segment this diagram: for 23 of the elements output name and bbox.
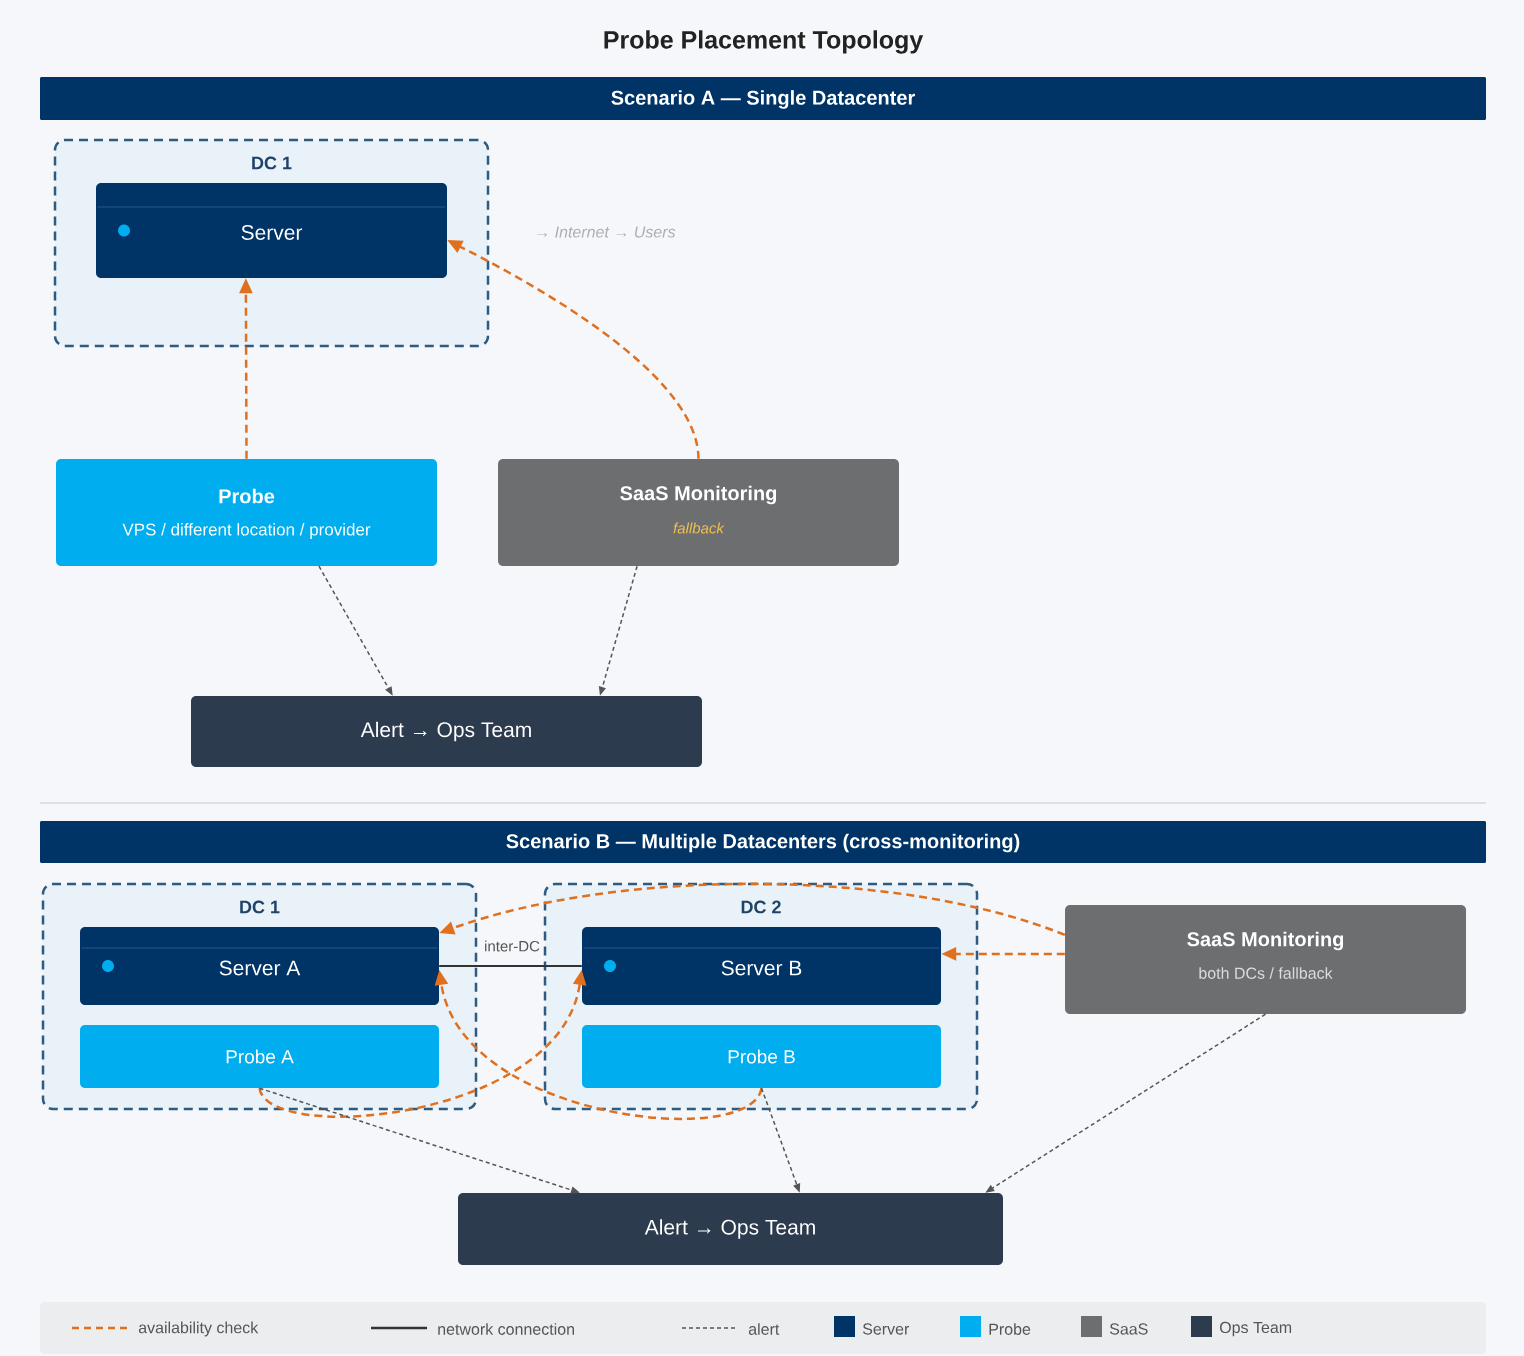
probe-box: Probe B	[582, 1025, 941, 1088]
saas-box: SaaS Monitoring fallback	[498, 459, 899, 566]
title: Probe Placement Topology	[604, 30, 924, 54]
legend-label: Probe	[989, 1323, 1031, 1335]
section-band: Scenario B — Multiple Datacenters (cross-monitoring)	[40, 821, 1486, 863]
legend-label: alert	[748, 1323, 780, 1335]
legend-label: SaaS	[1109, 1323, 1148, 1335]
alert-box: Alert → Ops Team	[191, 696, 702, 767]
legend-label: network connection	[438, 1323, 574, 1335]
probe-box: Probe VPS / different location / provider	[56, 459, 437, 566]
section-band: Scenario A — Single Datacenter	[40, 77, 1486, 120]
probe-box: Probe A	[80, 1025, 439, 1088]
edge-label: inter-DC	[482, 938, 542, 954]
server-box: Server A	[80, 927, 439, 1005]
saas-box: SaaS Monitoring both DCs / fallback	[1065, 905, 1466, 1014]
note-text: → Internet → Users	[537, 226, 676, 238]
legend-label: availability check	[138, 1321, 259, 1337]
connector-line	[439, 964, 582, 968]
legend-label: Ops Team	[1219, 1321, 1292, 1337]
alert-box: Alert → Ops Team	[458, 1193, 1003, 1265]
legend-label: Server	[862, 1323, 910, 1335]
server-box: Server B	[582, 927, 941, 1005]
server-box: Server	[96, 183, 447, 278]
